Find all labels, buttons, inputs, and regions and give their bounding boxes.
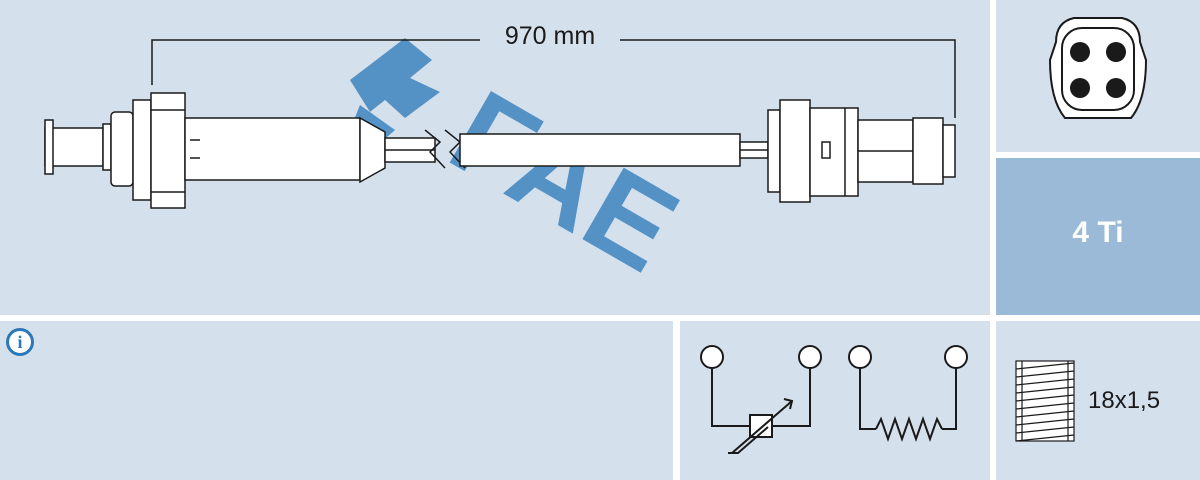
circuit-diagram bbox=[700, 345, 968, 454]
fae-watermark-text: FAE bbox=[430, 65, 699, 298]
variable-resistor-symbol-icon bbox=[700, 345, 822, 454]
info-icon[interactable]: i bbox=[6, 328, 34, 356]
connector-face-panel bbox=[996, 0, 1200, 152]
info-panel: i bbox=[0, 321, 673, 480]
sensor-drawing: FAE bbox=[44, 38, 956, 298]
thread-size-label: 18x1,5 bbox=[1088, 387, 1161, 414]
thread-spec-panel: 18x1,5 bbox=[996, 321, 1200, 480]
circuit-symbols-panel bbox=[680, 321, 990, 480]
cable-length-label: 970 mm bbox=[504, 22, 596, 50]
thread-icon bbox=[1015, 360, 1075, 442]
sensor-probe bbox=[44, 92, 386, 209]
resistor-symbol-icon bbox=[848, 345, 968, 443]
dimension-line bbox=[151, 39, 956, 118]
connector-plug bbox=[767, 99, 956, 203]
sensor-code-label: 4 Ti bbox=[1072, 216, 1124, 249]
four-pin-connector-icon bbox=[1048, 17, 1148, 119]
sensor-drawing-panel: FAE bbox=[0, 0, 990, 315]
sensor-cable bbox=[384, 129, 769, 169]
sensor-code-panel: 4 Ti bbox=[996, 158, 1200, 315]
